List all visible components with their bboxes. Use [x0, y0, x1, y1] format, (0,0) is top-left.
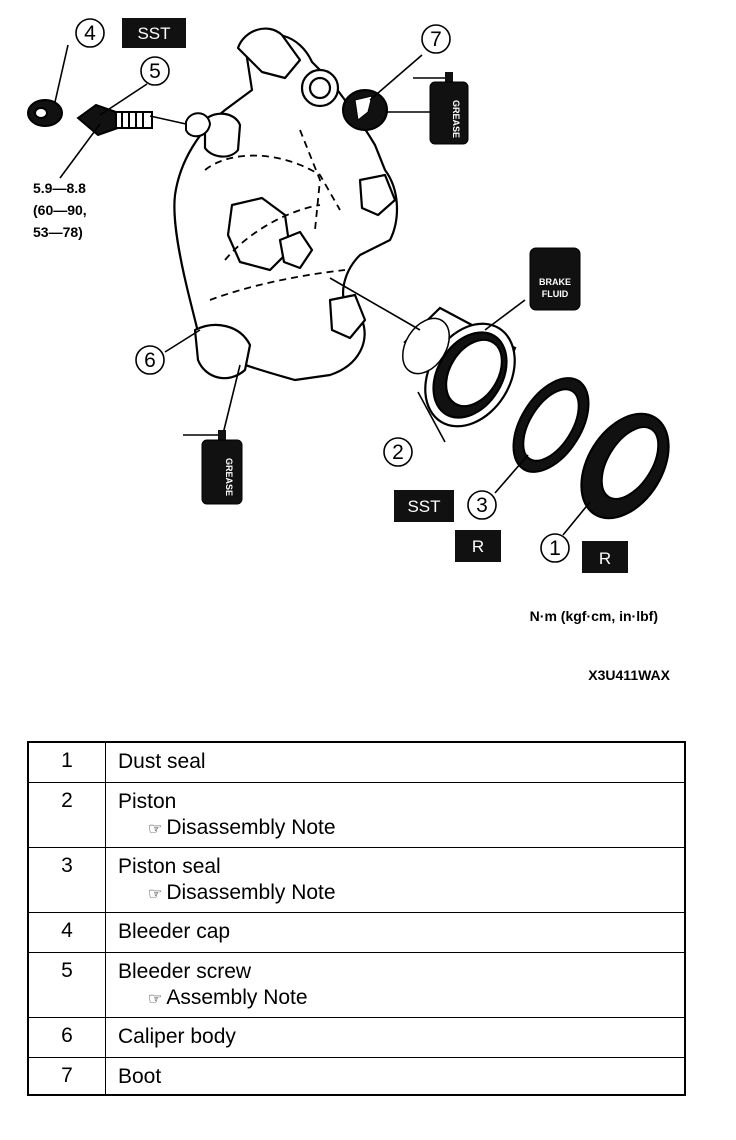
table-row: 4 Bleeder cap — [27, 911, 686, 953]
part-name: Piston — [118, 789, 177, 813]
exploded-diagram: GREASE GREASE BRAKE FLUID SST SST R R 1 … — [27, 18, 671, 683]
part-name: Bleeder cap — [118, 919, 231, 943]
row-description: Dust seal — [105, 741, 686, 783]
table-row: 7 Boot — [27, 1056, 686, 1096]
grease-can-bottom: GREASE — [201, 430, 243, 505]
pointing-hand-icon: ☞ — [148, 820, 163, 838]
svg-text:1: 1 — [549, 537, 561, 560]
units-label: N·m (kgf·cm, in·lbf) — [530, 608, 658, 624]
sst-badge-top: SST — [122, 18, 186, 48]
dust-seal — [580, 412, 670, 520]
grease-can-top: GREASE — [429, 72, 469, 145]
r-badge-dust-seal: R — [582, 541, 628, 573]
row-description: Bleeder cap — [105, 911, 686, 953]
caliper-hidden-lines — [204, 129, 346, 301]
svg-text:SST: SST — [407, 497, 440, 516]
caliper-body — [173, 27, 399, 382]
svg-text:SST: SST — [137, 24, 170, 43]
row-number: 2 — [27, 781, 106, 848]
leader-lines — [54, 44, 591, 536]
bleeder-screw — [76, 103, 153, 137]
table-row: 1 Dust seal — [27, 741, 686, 783]
table-row: 3 Piston seal ☞Disassembly Note — [27, 846, 686, 913]
svg-text:R: R — [472, 537, 484, 556]
piston — [402, 306, 517, 428]
figure-code: X3U411WAX — [588, 667, 670, 683]
svg-text:5: 5 — [149, 60, 161, 83]
svg-text:R: R — [599, 549, 611, 568]
callout-4: 4 — [75, 18, 105, 48]
part-name: Boot — [118, 1064, 162, 1088]
part-name: Bleeder screw — [118, 959, 252, 983]
svg-text:4: 4 — [84, 22, 96, 45]
bleeder-seat — [185, 112, 212, 138]
row-description: Bleeder screw ☞Assembly Note — [105, 951, 686, 1018]
note-link[interactable]: ☞Disassembly Note — [118, 880, 684, 908]
row-number: 7 — [27, 1056, 106, 1096]
table-row: 5 Bleeder screw ☞Assembly Note — [27, 951, 686, 1018]
table-row: 2 Piston ☞Disassembly Note — [27, 781, 686, 848]
callout-2: 2 — [383, 437, 413, 467]
bleeder-cap — [27, 99, 63, 127]
svg-text:GREASE: GREASE — [451, 100, 461, 138]
table-row: 6 Caliper body — [27, 1016, 686, 1058]
callout-7: 7 — [421, 24, 451, 54]
callout-1: 1 — [540, 533, 570, 563]
svg-text:GREASE: GREASE — [224, 458, 234, 496]
callout-5: 5 — [140, 56, 170, 86]
parts-table: 1 Dust seal 2 Piston ☞Disassembly Note 3… — [27, 741, 686, 1096]
torque-spec-line-2: (60—90, — [33, 202, 87, 218]
pointing-hand-icon: ☞ — [148, 990, 163, 1008]
pointing-hand-icon: ☞ — [148, 885, 163, 903]
torque-spec-line-1: 5.9—8.8 — [33, 180, 86, 196]
callout-3: 3 — [467, 490, 497, 520]
part-name: Caliper body — [118, 1024, 236, 1048]
brake-fluid-can: BRAKE FLUID — [529, 247, 581, 311]
svg-text:6: 6 — [144, 349, 156, 372]
row-description: Caliper body — [105, 1016, 686, 1058]
row-number: 1 — [27, 741, 106, 783]
torque-spec-line-3: 53—78) — [33, 224, 83, 240]
part-name: Dust seal — [118, 750, 206, 773]
row-description: Piston ☞Disassembly Note — [105, 781, 686, 848]
svg-text:2: 2 — [392, 441, 404, 464]
row-description: Piston seal ☞Disassembly Note — [105, 846, 686, 913]
callout-6: 6 — [135, 345, 165, 375]
part-name: Piston seal — [118, 854, 221, 878]
r-badge-piston-seal: R — [455, 530, 501, 562]
piston-seal — [512, 377, 590, 473]
svg-text:FLUID: FLUID — [542, 289, 569, 299]
row-number: 6 — [27, 1016, 106, 1058]
row-number: 3 — [27, 846, 106, 913]
note-link[interactable]: ☞Disassembly Note — [118, 815, 684, 843]
svg-text:3: 3 — [476, 494, 488, 517]
sst-badge-bottom: SST — [394, 490, 454, 522]
row-number: 4 — [27, 911, 106, 953]
boot — [342, 89, 388, 131]
svg-text:7: 7 — [430, 28, 442, 51]
row-number: 5 — [27, 951, 106, 1018]
row-description: Boot — [105, 1056, 686, 1096]
svg-text:BRAKE: BRAKE — [539, 277, 571, 287]
note-link[interactable]: ☞Assembly Note — [118, 985, 684, 1013]
